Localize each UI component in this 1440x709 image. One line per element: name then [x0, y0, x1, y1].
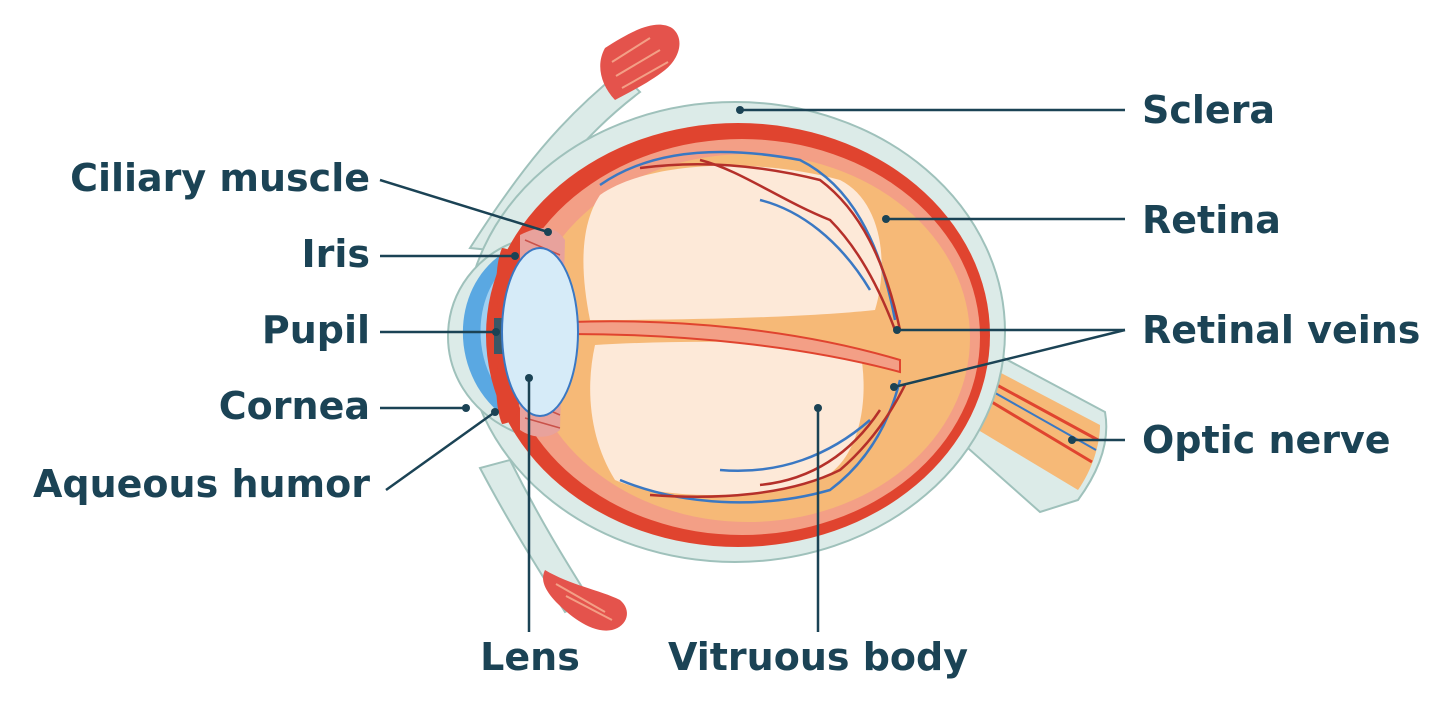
label-optic-nerve: Optic nerve	[1142, 418, 1391, 462]
label-iris: Iris	[301, 232, 370, 276]
label-lens: Lens	[480, 635, 580, 679]
label-cornea: Cornea	[218, 384, 370, 428]
label-vitruous-body: Vitruous body	[667, 635, 969, 679]
vitreous-body-shape	[583, 165, 882, 495]
leader-aqueous-humor	[385, 410, 496, 492]
leader-dots	[462, 106, 1076, 444]
label-aqueous-humor: Aqueous humor	[33, 462, 370, 506]
label-pupil: Pupil	[261, 308, 370, 352]
leader-lines	[379, 108, 1126, 632]
label-retina: Retina	[1142, 198, 1281, 242]
lens-shape	[501, 247, 579, 417]
label-retinal-veins: Retinal veins	[1142, 308, 1421, 352]
retinal-vessels	[599, 150, 907, 504]
label-sclera: Sclera	[1142, 88, 1276, 132]
central-vessel	[569, 320, 901, 374]
label-ciliary-muscle: Ciliary muscle	[70, 156, 370, 200]
leader-retinal-veins-b	[893, 328, 1126, 389]
lower-eye-muscle	[478, 458, 627, 631]
pupil-shape	[494, 318, 504, 354]
leader-ciliary-muscle	[379, 178, 549, 234]
